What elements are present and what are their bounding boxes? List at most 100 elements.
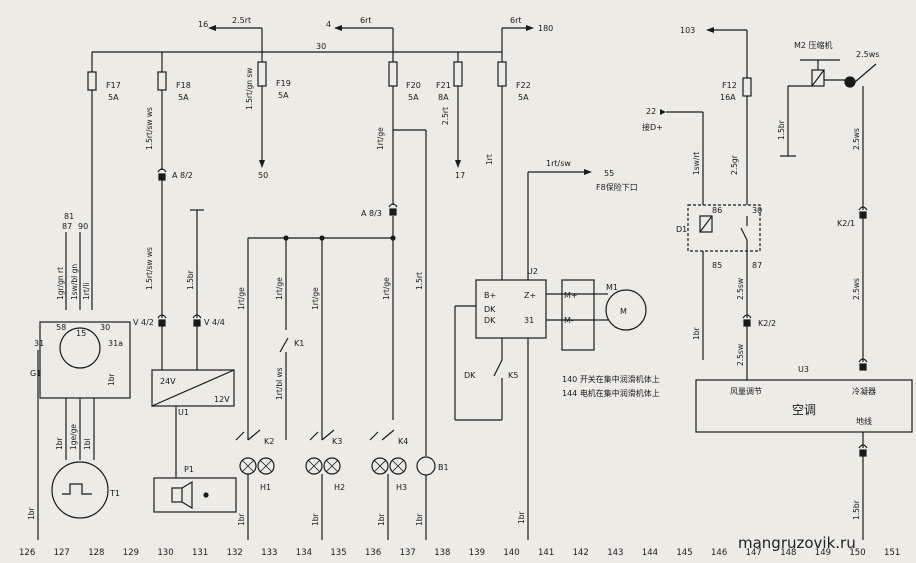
svg-text:1.5rt/gn sw: 1.5rt/gn sw bbox=[245, 68, 254, 110]
svg-text:H2: H2 bbox=[334, 483, 345, 492]
component-U3: U3 bbox=[798, 365, 809, 374]
column-number: 127 bbox=[54, 548, 70, 558]
svg-text:1sw/rt: 1sw/rt bbox=[692, 152, 701, 175]
svg-text:30: 30 bbox=[100, 323, 110, 332]
column-number: 145 bbox=[676, 548, 692, 558]
connector-K21: K2/1 bbox=[837, 219, 855, 228]
svg-text:1br: 1br bbox=[692, 326, 701, 340]
svg-text:Z+: Z+ bbox=[524, 291, 536, 300]
connector-K22: K2/2 bbox=[758, 319, 776, 328]
switch-K5: K5 bbox=[508, 371, 518, 380]
svg-text:15: 15 bbox=[76, 329, 86, 338]
svg-text:风量调节: 风量调节 bbox=[730, 387, 762, 396]
svg-text:1.5rt: 1.5rt bbox=[415, 272, 424, 290]
svg-text:M-: M- bbox=[564, 316, 574, 325]
air-conditioner-label: 空调 bbox=[792, 403, 816, 417]
svg-text:1rt/li: 1rt/li bbox=[82, 283, 91, 301]
arrow-icon bbox=[660, 109, 666, 115]
ref-180: 180 bbox=[538, 24, 553, 33]
svg-text:2.5ws: 2.5ws bbox=[852, 128, 861, 150]
svg-text:50: 50 bbox=[258, 171, 268, 180]
column-number: 131 bbox=[192, 548, 208, 558]
svg-text:K4: K4 bbox=[398, 437, 408, 446]
relay-D1: D1 bbox=[676, 225, 687, 234]
svg-text:K2: K2 bbox=[264, 437, 274, 446]
svg-text:F18: F18 bbox=[176, 81, 191, 90]
arrow-icon bbox=[259, 160, 265, 168]
svg-text:5A: 5A bbox=[108, 93, 119, 102]
svg-text:G1: G1 bbox=[30, 369, 41, 378]
svg-text:1rt/sw: 1rt/sw bbox=[546, 159, 571, 168]
arrow-icon bbox=[706, 27, 714, 33]
svg-text:31a: 31a bbox=[108, 339, 123, 348]
column-number: 141 bbox=[538, 548, 554, 558]
svg-text:2.5gr: 2.5gr bbox=[730, 154, 739, 175]
svg-text:17: 17 bbox=[455, 171, 465, 180]
svg-text:1.5br: 1.5br bbox=[852, 499, 861, 520]
svg-text:1br: 1br bbox=[27, 506, 36, 520]
svg-text:140 开关在集中润滑机体上: 140 开关在集中润滑机体上 bbox=[562, 374, 660, 384]
svg-text:地线: 地线 bbox=[856, 416, 872, 426]
column-number: 144 bbox=[642, 548, 658, 558]
ground-126: 1br bbox=[27, 350, 39, 540]
bus-label: 30 bbox=[316, 42, 326, 51]
svg-text:1.5rt/sw ws: 1.5rt/sw ws bbox=[145, 107, 154, 150]
column-number: 140 bbox=[503, 548, 519, 558]
svg-text:2.5ws: 2.5ws bbox=[852, 278, 861, 300]
svg-text:H1: H1 bbox=[260, 483, 271, 492]
air-conditioning-block: 22 接D+ 1sw/rt D1 86 30 85 87 1br 2.5sw 2… bbox=[642, 40, 913, 540]
svg-text:1rt/ge: 1rt/ge bbox=[376, 127, 385, 150]
svg-text:DK: DK bbox=[484, 316, 496, 325]
svg-text:1br: 1br bbox=[107, 372, 116, 386]
svg-text:1rt/bl ws: 1rt/bl ws bbox=[275, 367, 284, 400]
svg-text:1br: 1br bbox=[55, 436, 64, 450]
svg-text:1rt/ge: 1rt/ge bbox=[311, 287, 320, 310]
svg-text:2.5ws: 2.5ws bbox=[856, 50, 879, 59]
svg-text:M2 压缩机: M2 压缩机 bbox=[794, 40, 833, 50]
svg-text:冷凝器: 冷凝器 bbox=[852, 386, 876, 396]
svg-text:87: 87 bbox=[752, 261, 762, 270]
watermark: mangruzovik.ru bbox=[738, 534, 856, 552]
svg-text:58: 58 bbox=[56, 323, 66, 332]
svg-text:F22: F22 bbox=[516, 81, 531, 90]
svg-text:F17: F17 bbox=[106, 81, 121, 90]
arrow-icon bbox=[584, 169, 592, 175]
column-number: 136 bbox=[365, 548, 381, 558]
column-number: 151 bbox=[884, 548, 900, 558]
wire-label: 2.5rt bbox=[232, 16, 251, 25]
svg-text:F12: F12 bbox=[722, 81, 737, 90]
svg-text:1rt/ge: 1rt/ge bbox=[275, 277, 284, 300]
svg-text:M+: M+ bbox=[564, 291, 578, 300]
column-number: 130 bbox=[157, 548, 173, 558]
svg-text:B+: B+ bbox=[484, 291, 496, 300]
svg-text:24V: 24V bbox=[160, 377, 176, 386]
svg-text:1br: 1br bbox=[311, 512, 320, 526]
svg-text:H3: H3 bbox=[396, 483, 407, 492]
column-number: 142 bbox=[573, 548, 589, 558]
column-number: 132 bbox=[227, 548, 243, 558]
wire-label: 6rt bbox=[360, 16, 372, 25]
svg-text:31: 31 bbox=[34, 339, 44, 348]
svg-text:2.5sw: 2.5sw bbox=[736, 344, 745, 366]
svg-text:86: 86 bbox=[712, 206, 722, 215]
svg-text:5A: 5A bbox=[408, 93, 419, 102]
svg-text:5A: 5A bbox=[178, 93, 189, 102]
wire-label: 6rt bbox=[510, 16, 522, 25]
svg-text:1rt/ge: 1rt/ge bbox=[382, 277, 391, 300]
svg-text:1ge/ge: 1ge/ge bbox=[69, 424, 78, 450]
svg-text:85: 85 bbox=[712, 261, 722, 270]
lamp-switch-block: K1 1rt/ge 1rt/ge 1rt/bl ws 1rt/ge 1rt/ge… bbox=[235, 129, 449, 540]
svg-text:DK: DK bbox=[464, 371, 476, 380]
svg-text:2.5sw: 2.5sw bbox=[736, 278, 745, 300]
top-references: 16 2.5rt 4 6rt 180 6rt 103 bbox=[198, 16, 748, 78]
svg-text:30: 30 bbox=[752, 206, 762, 215]
svg-text:144 电机在集中润滑机体上: 144 电机在集中润滑机体上 bbox=[562, 388, 660, 398]
column-number: 143 bbox=[607, 548, 623, 558]
svg-text:K3: K3 bbox=[332, 437, 342, 446]
connector-A83: A 8/3 bbox=[361, 209, 382, 218]
arrow-icon bbox=[334, 25, 342, 31]
